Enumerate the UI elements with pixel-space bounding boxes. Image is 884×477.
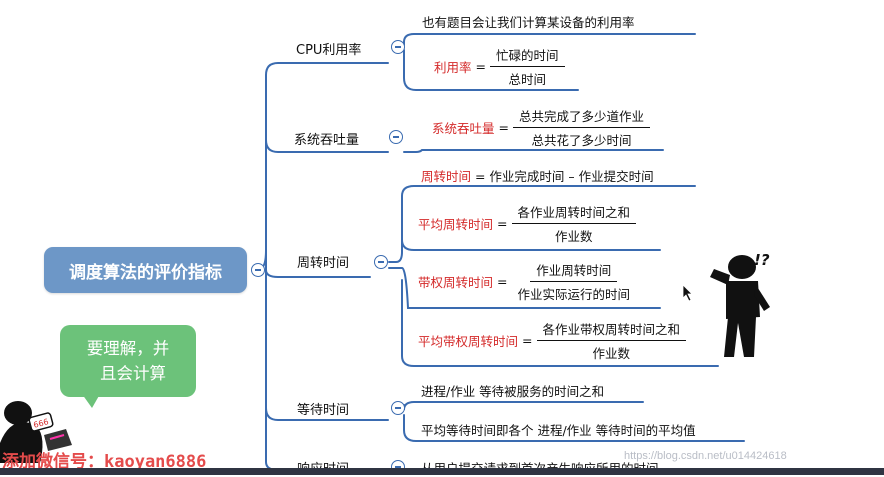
avg-turnaround-formula: 平均周转时间 = 各作业周转时间之和 作业数 <box>418 202 636 245</box>
weighted-turnaround-formula: 带权周转时间 = 作业周转时间 作业实际运行的时间 <box>418 260 636 303</box>
throughput-collapse-toggle[interactable] <box>389 130 403 144</box>
figure-exclamation: !? <box>754 251 770 269</box>
turnaround-collapse-toggle[interactable] <box>374 255 388 269</box>
equals-sign: = <box>522 333 532 348</box>
denominator: 总共花了多少时间 <box>526 128 638 149</box>
formula-name: 系统吞吐量 <box>432 118 495 137</box>
numerator: 作业周转时间 <box>530 260 617 282</box>
equals-sign: = <box>497 274 507 289</box>
definition-text: = 作业完成时间 – 作业提交时间 <box>471 169 654 184</box>
denominator: 总时间 <box>503 67 553 88</box>
cpu-formula: 利用率 = 忙碌的时间 总时间 <box>434 45 565 88</box>
definition-name: 周转时间 <box>421 169 471 184</box>
cpu-note: 也有题目会让我们计算某设备的利用率 <box>422 12 635 31</box>
player-bottom-bar <box>0 468 884 475</box>
bubble-line-1: 要理解，并 <box>87 336 170 361</box>
formula-name: 平均周转时间 <box>418 214 493 233</box>
throughput-formula: 系统吞吐量 = 总共完成了多少道作业 总共花了多少时间 <box>432 106 650 149</box>
node-waiting-time[interactable]: 等待时间 <box>297 399 349 418</box>
root-collapse-toggle[interactable] <box>251 263 265 277</box>
denominator: 作业实际运行的时间 <box>512 282 637 303</box>
avg-weighted-turnaround-formula: 平均带权周转时间 = 各作业带权周转时间之和 作业数 <box>418 319 686 362</box>
watermark-url: https://blog.csdn.net/u014424618 <box>624 450 787 462</box>
root-node[interactable]: 调度算法的评价指标 <box>44 247 247 293</box>
denominator: 作业数 <box>587 341 637 362</box>
turnaround-definition: 周转时间 = 作业完成时间 – 作业提交时间 <box>421 166 654 185</box>
formula-name: 平均带权周转时间 <box>418 331 518 350</box>
node-throughput[interactable]: 系统吞吐量 <box>294 129 359 148</box>
node-cpu-utilization[interactable]: CPU利用率 <box>296 39 361 58</box>
bubble-tail <box>82 394 100 408</box>
numerator: 各作业带权周转时间之和 <box>537 319 687 341</box>
hint-speech-bubble: 要理解，并 且会计算 <box>60 325 196 397</box>
denominator: 作业数 <box>549 224 599 245</box>
bubble-line-2: 且会计算 <box>90 361 166 386</box>
node-turnaround-time[interactable]: 周转时间 <box>297 252 349 271</box>
waiting-item-sum: 进程/作业 等待被服务的时间之和 <box>421 381 604 400</box>
numerator: 总共完成了多少道作业 <box>513 106 650 128</box>
equals-sign: = <box>497 216 507 231</box>
equals-sign: = <box>499 120 509 135</box>
numerator: 忙碌的时间 <box>490 45 565 67</box>
numerator: 各作业周转时间之和 <box>512 202 637 224</box>
waiting-collapse-toggle[interactable] <box>391 401 405 415</box>
cpu-collapse-toggle[interactable] <box>391 40 405 54</box>
formula-name: 带权周转时间 <box>418 272 493 291</box>
waiting-item-average: 平均等待时间即各个 进程/作业 等待时间的平均值 <box>421 420 696 439</box>
equals-sign: = <box>476 59 486 74</box>
formula-name: 利用率 <box>434 57 472 76</box>
confused-figure-icon: !? <box>700 245 790 365</box>
mouse-cursor-icon <box>682 284 694 302</box>
